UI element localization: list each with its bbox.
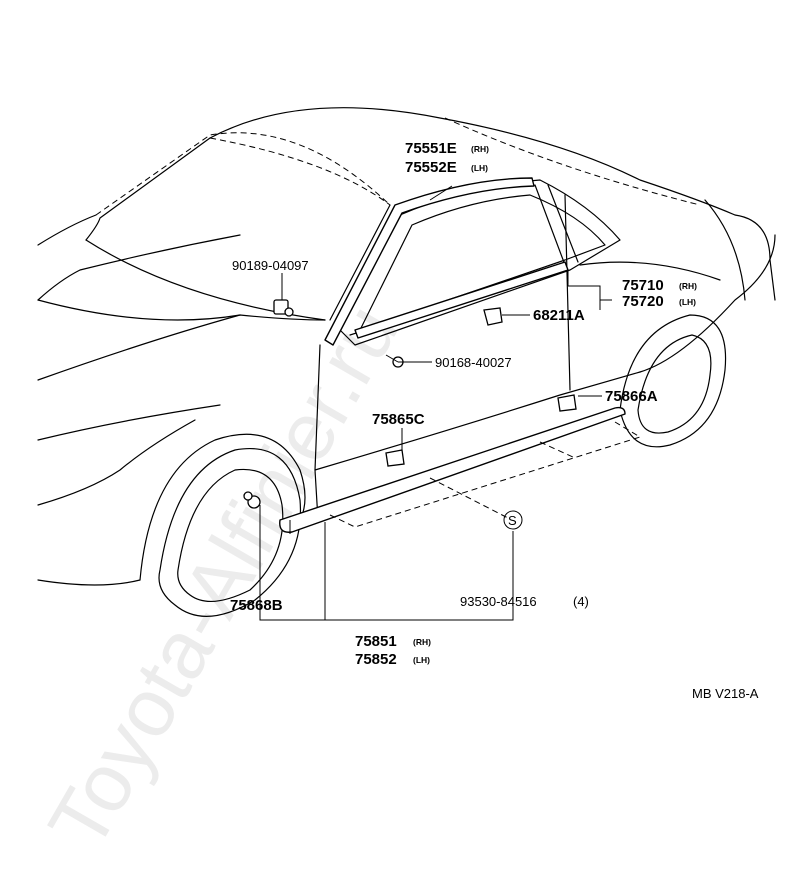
clip-68211a-icon <box>483 307 503 326</box>
label-belt-molding: 75710 (RH) 75720 (LH) <box>622 277 697 310</box>
roof-molding-rh: 75551E <box>405 140 457 157</box>
belt-molding-lh: 75720 <box>622 293 664 310</box>
label-75865c: 75865C <box>372 411 425 428</box>
tape-number: 93530-84516 <box>460 594 537 609</box>
label-68211a: 68211A <box>533 307 585 324</box>
roof-drip-molding <box>324 177 535 346</box>
belt-molding-rh: 75710 <box>622 277 664 294</box>
watermark: Toyota-Alfinier.ru <box>32 290 416 864</box>
label-roof-molding: 75551E (RH) 75552E (LH) <box>405 140 489 176</box>
clip-90189-icon <box>273 299 294 317</box>
roof-molding-rh-tag: (RH) <box>471 144 489 154</box>
tape-symbol: S <box>508 513 517 528</box>
roof-molding-lh-tag: (LH) <box>471 163 488 173</box>
belt-molding <box>354 261 569 339</box>
side-molding-lh: 75852 <box>355 651 397 668</box>
watermark-text: Toyota-Alfinier.ru <box>32 290 416 864</box>
side-molding-rh: 75851 <box>355 633 397 650</box>
label-side-molding: 75851 (RH) 75852 (LH) <box>355 633 431 668</box>
tape-symbol-icon: S <box>503 510 523 530</box>
clip-75865c-icon <box>385 449 405 467</box>
tape-qty: (4) <box>573 594 589 609</box>
diagram-code: MB V218-A <box>692 686 759 701</box>
side-molding-rh-tag: (RH) <box>413 637 431 647</box>
belt-molding-lh-tag: (LH) <box>679 297 696 307</box>
belt-molding-rh-tag: (RH) <box>679 281 697 291</box>
label-75868b: 75868B <box>230 597 283 614</box>
clip-75866a-icon <box>557 394 577 412</box>
side-molding-lh-tag: (LH) <box>413 655 430 665</box>
label-90189-04097: 90189-04097 <box>232 258 309 273</box>
label-tape: 93530-84516 (4) <box>460 594 589 609</box>
label-90168-40027: 90168-40027 <box>435 355 512 370</box>
side-body-molding <box>279 406 626 533</box>
tape-outline <box>329 421 642 528</box>
leader-lines <box>259 185 612 621</box>
clip-75868b-icon <box>243 491 261 509</box>
label-75866a: 75866A <box>605 388 658 405</box>
roof-molding-lh: 75552E <box>405 159 457 176</box>
